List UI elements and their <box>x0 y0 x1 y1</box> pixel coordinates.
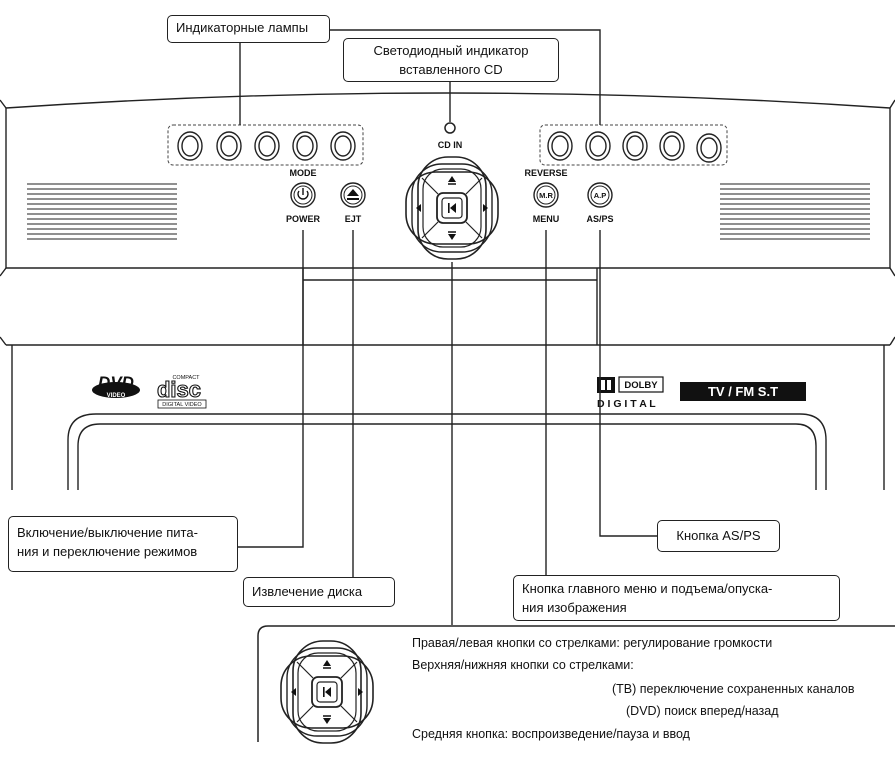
indicator-lamps-label: Индикаторные лампы <box>176 20 309 35</box>
power-button[interactable] <box>290 182 316 208</box>
menu-reverse-button[interactable]: M.R <box>533 182 559 208</box>
legend-line-updown: Верхняя/нижняя кнопки со стрелками: <box>412 658 634 672</box>
cd-led-label-line2: вставленного CD <box>399 62 503 77</box>
ap-label: A.P <box>594 191 607 200</box>
svg-text:COMPACT: COMPACT <box>172 375 200 381</box>
ejt-label: EJT <box>345 214 362 224</box>
power-mode-callout: Включение/выключение пита- ния и переклю… <box>8 516 238 572</box>
menu-label-line2: ния изображения <box>522 600 627 615</box>
power-label-line1: Включение/выключение пита- <box>17 525 198 540</box>
legend-line-tv: (ТВ) переключение сохраненных каналов <box>612 682 855 696</box>
svg-text:TV / FM S.T: TV / FM S.T <box>708 384 778 399</box>
cd-in-led-icon <box>444 122 456 134</box>
legend-dpad-icon <box>280 640 374 744</box>
eject-icon <box>347 189 359 200</box>
cd-in-label: CD IN <box>438 140 463 150</box>
power-label-line2: ния и переключение режимов <box>17 544 198 559</box>
dvd-video-logo: DVD VIDEO <box>92 373 140 399</box>
svg-text:DIGITAL VIDEO: DIGITAL VIDEO <box>162 402 202 408</box>
compact-disc-logo: COMPACT disc DIGITAL VIDEO <box>156 375 207 409</box>
as-ps-callout: Кнопка AS/PS <box>657 520 780 552</box>
mr-label: M.R <box>539 191 553 200</box>
reverse-label: REVERSE <box>524 168 567 178</box>
menu-label: MENU <box>533 214 560 224</box>
legend-line-dvd: (DVD) поиск вперед/назад <box>626 704 779 718</box>
mode-label: MODE <box>290 168 317 178</box>
svg-text:DVD: DVD <box>98 373 134 392</box>
eject-callout-label: Извлечение диска <box>252 584 363 599</box>
svg-text:VIDEO: VIDEO <box>107 393 126 399</box>
as-ps-callout-label: Кнопка AS/PS <box>676 528 761 543</box>
tv-fm-st-badge: TV / FM S.T <box>680 382 806 401</box>
device-body <box>0 92 895 490</box>
left-speaker-grille <box>26 183 178 240</box>
eject-button[interactable] <box>340 182 366 208</box>
indicator-lamps-callout: Индикаторные лампы <box>167 15 330 43</box>
legend-line-center: Средняя кнопка: воспроизведение/пауза и … <box>412 727 690 741</box>
svg-text:disc: disc <box>157 377 201 402</box>
legend-line-volume: Правая/левая кнопки со стрелками: регули… <box>412 636 773 650</box>
navigation-dpad[interactable] <box>405 156 499 260</box>
svg-text:DOLBY: DOLBY <box>624 380 658 391</box>
menu-callout: Кнопка главного меню и подъема/опуска- н… <box>513 575 840 621</box>
legend-frame <box>257 625 895 742</box>
power-icon <box>297 188 309 200</box>
as-ps-label: AS/PS <box>586 214 613 224</box>
eject-callout: Извлечение диска <box>243 577 395 607</box>
left-lamp-cluster <box>167 124 364 166</box>
as-ps-button[interactable]: A.P <box>587 182 613 208</box>
svg-text:D I G I T A L: D I G I T A L <box>597 398 656 410</box>
right-lamp-cluster <box>539 124 728 166</box>
callout-leader-lines <box>238 29 657 625</box>
right-speaker-grille <box>719 183 871 240</box>
cd-in-led-callout: Светодиодный индикатор вставленного CD <box>343 38 559 82</box>
cd-led-label-line1: Светодиодный индикатор <box>373 43 529 58</box>
dolby-digital-logo: DOLBY D I G I T A L <box>597 376 664 410</box>
menu-label-line1: Кнопка главного меню и подъема/опуска- <box>522 581 773 596</box>
power-label: POWER <box>286 214 321 224</box>
